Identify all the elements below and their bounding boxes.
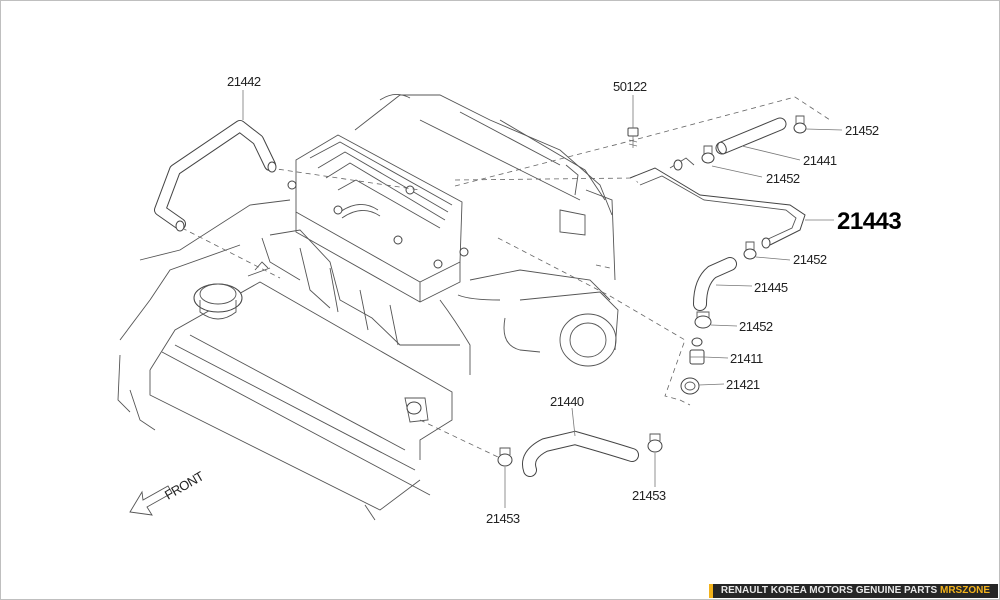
- label-21442[interactable]: 21442: [227, 74, 261, 89]
- grommet-21421[interactable]: [680, 377, 700, 395]
- leader-lines: [181, 96, 831, 459]
- clip-21453-a[interactable]: [497, 447, 513, 467]
- hose-21440[interactable]: [522, 430, 639, 477]
- valve-21411[interactable]: [689, 337, 705, 365]
- footer-banner: RENAULT KOREA MOTORS GENUINE PARTS MRSZO…: [708, 584, 998, 598]
- pipe-21443[interactable]: [629, 157, 806, 249]
- footer-text: RENAULT KOREA MOTORS GENUINE PARTS: [720, 585, 938, 596]
- hose-21441[interactable]: [715, 117, 787, 155]
- label-21453-a[interactable]: 21453: [486, 511, 520, 526]
- hose-21442[interactable]: [154, 120, 277, 232]
- engine-illustration: [117, 94, 619, 521]
- label-21411[interactable]: 21411: [730, 351, 763, 366]
- clip-21452-d[interactable]: [694, 311, 712, 329]
- clip-21452-b[interactable]: [701, 145, 715, 164]
- label-21452-d[interactable]: 21452: [739, 319, 773, 334]
- bolt-50122[interactable]: [627, 127, 639, 148]
- front-label: FRONT: [162, 468, 207, 502]
- label-21440[interactable]: 21440: [550, 394, 584, 409]
- label-21443[interactable]: 21443: [837, 208, 902, 235]
- label-50122[interactable]: 50122: [613, 79, 647, 94]
- label-21452-a[interactable]: 21452: [845, 123, 879, 138]
- hose-21445[interactable]: [693, 257, 737, 311]
- label-21452-c[interactable]: 21452: [793, 252, 827, 267]
- label-21452-b[interactable]: 21452: [766, 171, 800, 186]
- clip-21453-b[interactable]: [647, 433, 663, 453]
- clip-21452-a[interactable]: [793, 115, 807, 134]
- footer-brand[interactable]: MRSZONE: [940, 585, 990, 596]
- clip-21452-c[interactable]: [743, 241, 757, 260]
- label-21441[interactable]: 21441: [803, 153, 837, 168]
- callout-lines: [242, 90, 843, 508]
- label-21421[interactable]: 21421: [726, 377, 760, 392]
- label-21445[interactable]: 21445: [754, 280, 788, 295]
- front-arrow: FRONT: [129, 468, 207, 516]
- label-21453-b[interactable]: 21453: [632, 488, 666, 503]
- part-labels: 21442 50122 21452 21441 21452 21443 2145…: [227, 74, 902, 526]
